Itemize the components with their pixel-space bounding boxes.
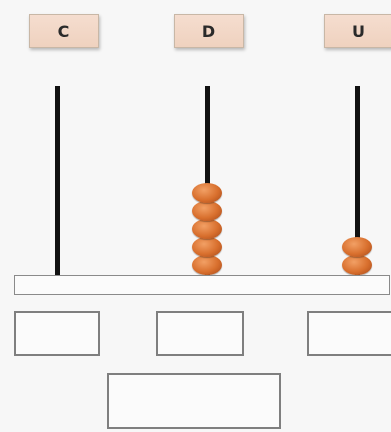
rod-d (205, 86, 210, 278)
bead (342, 237, 372, 257)
column-label-d: D (174, 14, 244, 48)
bead (192, 255, 222, 275)
column-label-u: U (324, 14, 391, 48)
bead (192, 201, 222, 221)
rod-c (55, 86, 60, 278)
bead (342, 255, 372, 275)
abacus-base (14, 275, 390, 295)
bead (192, 183, 222, 203)
answer-box-c[interactable] (14, 311, 100, 356)
bead (192, 219, 222, 239)
column-label-c: C (29, 14, 99, 48)
answer-box-total[interactable] (107, 373, 281, 429)
rod-u (355, 86, 360, 278)
bead (192, 237, 222, 257)
answer-box-u[interactable] (307, 311, 391, 356)
answer-box-d[interactable] (156, 311, 244, 356)
